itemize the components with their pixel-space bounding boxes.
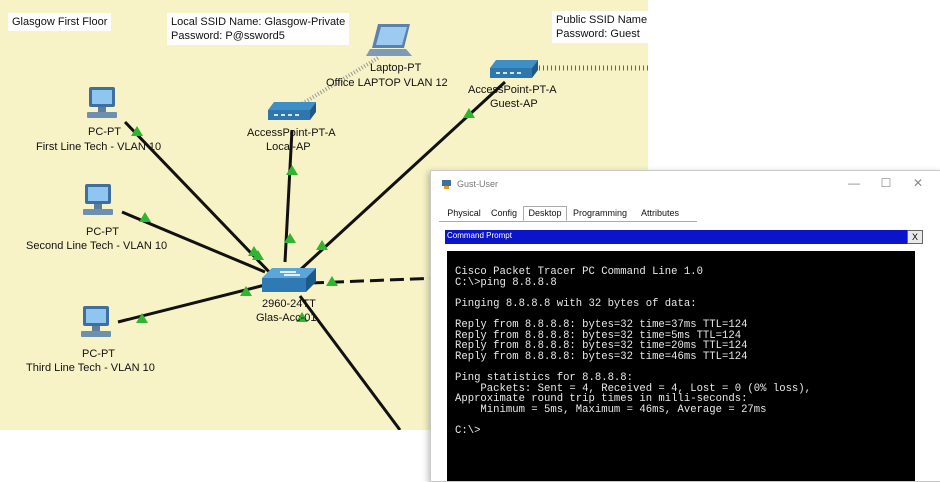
command-prompt-terminal[interactable]: Cisco Packet Tracer PC Command Line 1.0 … bbox=[447, 251, 915, 481]
link-up-indicator bbox=[326, 276, 338, 286]
command-prompt-title: Command Prompt bbox=[447, 231, 512, 240]
ap-local-type-label: AccessPoint-PT-A bbox=[247, 127, 336, 139]
switch-icon[interactable] bbox=[260, 266, 318, 298]
pc-user-icon bbox=[442, 180, 451, 189]
local-ssid-password: Password: P@ssword5 bbox=[171, 30, 285, 42]
link-up-indicator bbox=[240, 286, 252, 296]
terminal-output: Cisco Packet Tracer PC Command Line 1.0 … bbox=[455, 266, 812, 437]
wireless-laptop-ap bbox=[298, 56, 380, 107]
link-up-indicator bbox=[248, 246, 260, 256]
laptop-type-label: Laptop-PT bbox=[370, 62, 422, 74]
public-ssid-password: Password: Guest bbox=[556, 28, 640, 40]
link-up-indicator bbox=[131, 126, 143, 136]
link-up-indicator bbox=[139, 212, 151, 222]
laptop-name-label: Office LAPTOP VLAN 12 bbox=[326, 77, 448, 89]
public-ssid-name: Public SSID Name bbox=[556, 14, 648, 26]
local-ssid-name: Local SSID Name: Glasgow-Private bbox=[171, 16, 346, 28]
window-titlebar[interactable]: Gust-User — ☐ ✕ bbox=[431, 171, 940, 199]
switch-name-label: Glas-Acc-01 bbox=[256, 312, 317, 324]
pc-icon[interactable] bbox=[84, 86, 122, 122]
tab-physical[interactable]: Physical bbox=[447, 208, 481, 218]
public-ssid-note[interactable]: Public SSID Name Password: Guest bbox=[552, 11, 648, 43]
local-ssid-note[interactable]: Local SSID Name: Glasgow-Private Passwor… bbox=[167, 13, 350, 45]
tab-config[interactable]: Config bbox=[490, 208, 517, 218]
access-point-icon[interactable] bbox=[266, 100, 318, 126]
command-prompt-close-button[interactable]: X bbox=[907, 230, 923, 244]
tab-divider bbox=[439, 221, 697, 222]
pc3-type-label: PC-PT bbox=[82, 348, 115, 360]
pc-icon[interactable] bbox=[80, 183, 118, 219]
pc2-name-label: Second Line Tech - VLAN 10 bbox=[26, 240, 168, 252]
pc3-name-label: Third Line Tech - VLAN 10 bbox=[26, 362, 155, 374]
cable-switch-down bbox=[298, 295, 402, 430]
ap-guest-type-label: AccessPoint-PT-A bbox=[468, 84, 557, 96]
link-up-indicator bbox=[316, 240, 328, 250]
link-up-indicator bbox=[136, 313, 148, 323]
link-up-indicator bbox=[284, 233, 296, 243]
tab-desktop[interactable]: Desktop bbox=[523, 206, 567, 221]
maximize-button[interactable]: ☐ bbox=[880, 176, 892, 190]
pc1-type-label: PC-PT bbox=[88, 126, 121, 138]
switch-type-label: 2960-24TT bbox=[262, 298, 316, 310]
laptop-icon[interactable] bbox=[366, 22, 416, 62]
tab-attributes[interactable]: Attributes bbox=[640, 208, 680, 218]
window-title: Gust-User bbox=[457, 179, 499, 189]
close-button[interactable]: ✕ bbox=[912, 176, 924, 190]
device-window[interactable]: Gust-User — ☐ ✕ Physical Config Desktop … bbox=[430, 170, 940, 482]
link-up-indicator bbox=[286, 165, 298, 175]
link-up-indicator bbox=[296, 312, 308, 322]
access-point-icon[interactable] bbox=[488, 58, 540, 84]
pc2-type-label: PC-PT bbox=[86, 226, 119, 238]
link-up-indicator bbox=[463, 108, 475, 118]
minimize-button[interactable]: — bbox=[848, 176, 860, 190]
ap-local-name-label: Local-AP bbox=[266, 141, 311, 153]
cable-pc1-switch bbox=[123, 120, 277, 280]
command-prompt-titlebar[interactable]: Command Prompt X bbox=[445, 230, 923, 244]
pc-icon[interactable] bbox=[78, 305, 116, 341]
floor-label[interactable]: Glasgow First Floor bbox=[8, 13, 112, 31]
ap-guest-name-label: Guest-AP bbox=[490, 98, 538, 110]
tab-programming[interactable]: Programming bbox=[572, 208, 628, 218]
pc1-name-label: First Line Tech - VLAN 10 bbox=[36, 141, 162, 153]
